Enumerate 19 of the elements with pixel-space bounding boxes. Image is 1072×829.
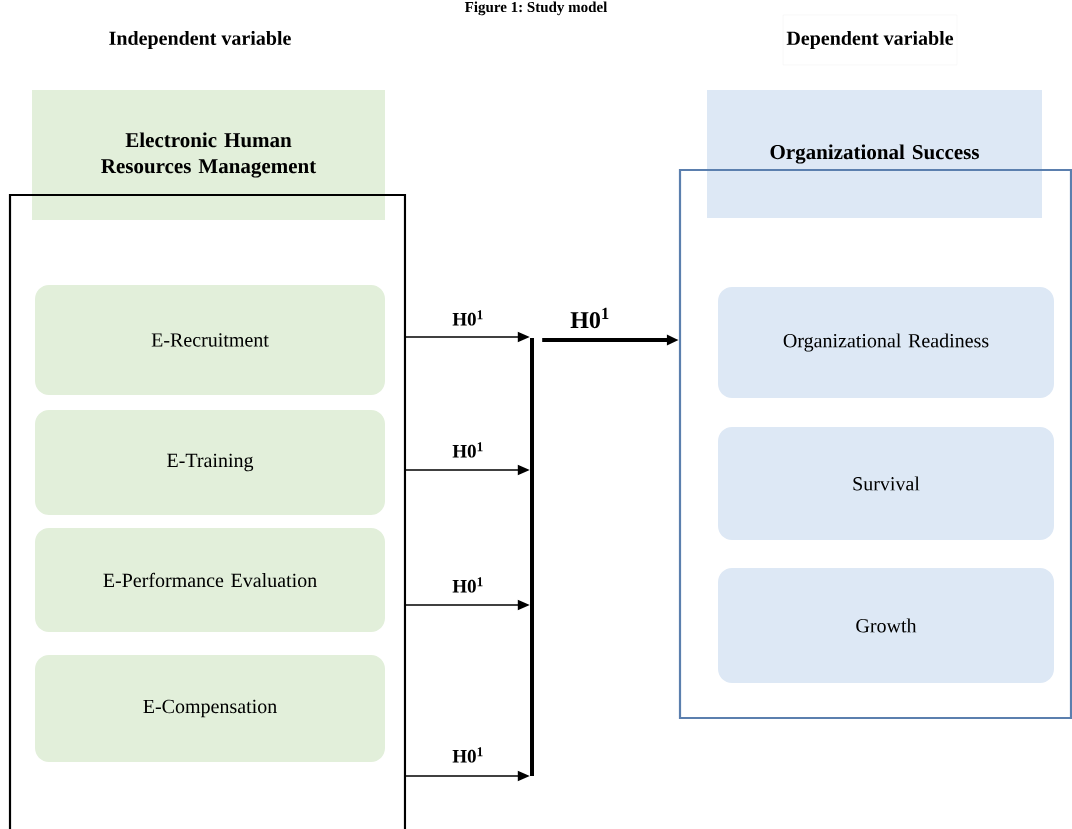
- edge-label: H0$^{1}$: [452, 442, 483, 458]
- edge-label: H0$^{1}$: [570, 307, 609, 329]
- figure-title: Figure 1: Study model: [464, 1, 608, 16]
- header-band: Electronic Human Resources Management: [32, 90, 385, 220]
- group-frame: [678, 168, 1072, 720]
- column-heading: Dependent variable: [782, 14, 958, 66]
- group-frame: [8, 193, 407, 829]
- variable-box: E-Recruitment: [35, 285, 385, 395]
- edge-label: H0$^{1}$: [452, 310, 483, 326]
- edge-label: H0$^{1}$: [452, 747, 483, 763]
- variable-box: E-Training: [35, 410, 385, 515]
- variable-box: Organizational Readiness: [718, 287, 1054, 398]
- edge-label: H0$^{1}$: [452, 577, 483, 593]
- column-heading: Independent variable: [109, 30, 291, 50]
- variable-box: Survival: [718, 427, 1054, 540]
- header-band: Organizational Success: [707, 90, 1042, 218]
- variable-box: E-Performance Evaluation: [35, 528, 385, 632]
- variable-box: Growth: [718, 568, 1054, 683]
- variable-box: E-Compensation: [35, 655, 385, 762]
